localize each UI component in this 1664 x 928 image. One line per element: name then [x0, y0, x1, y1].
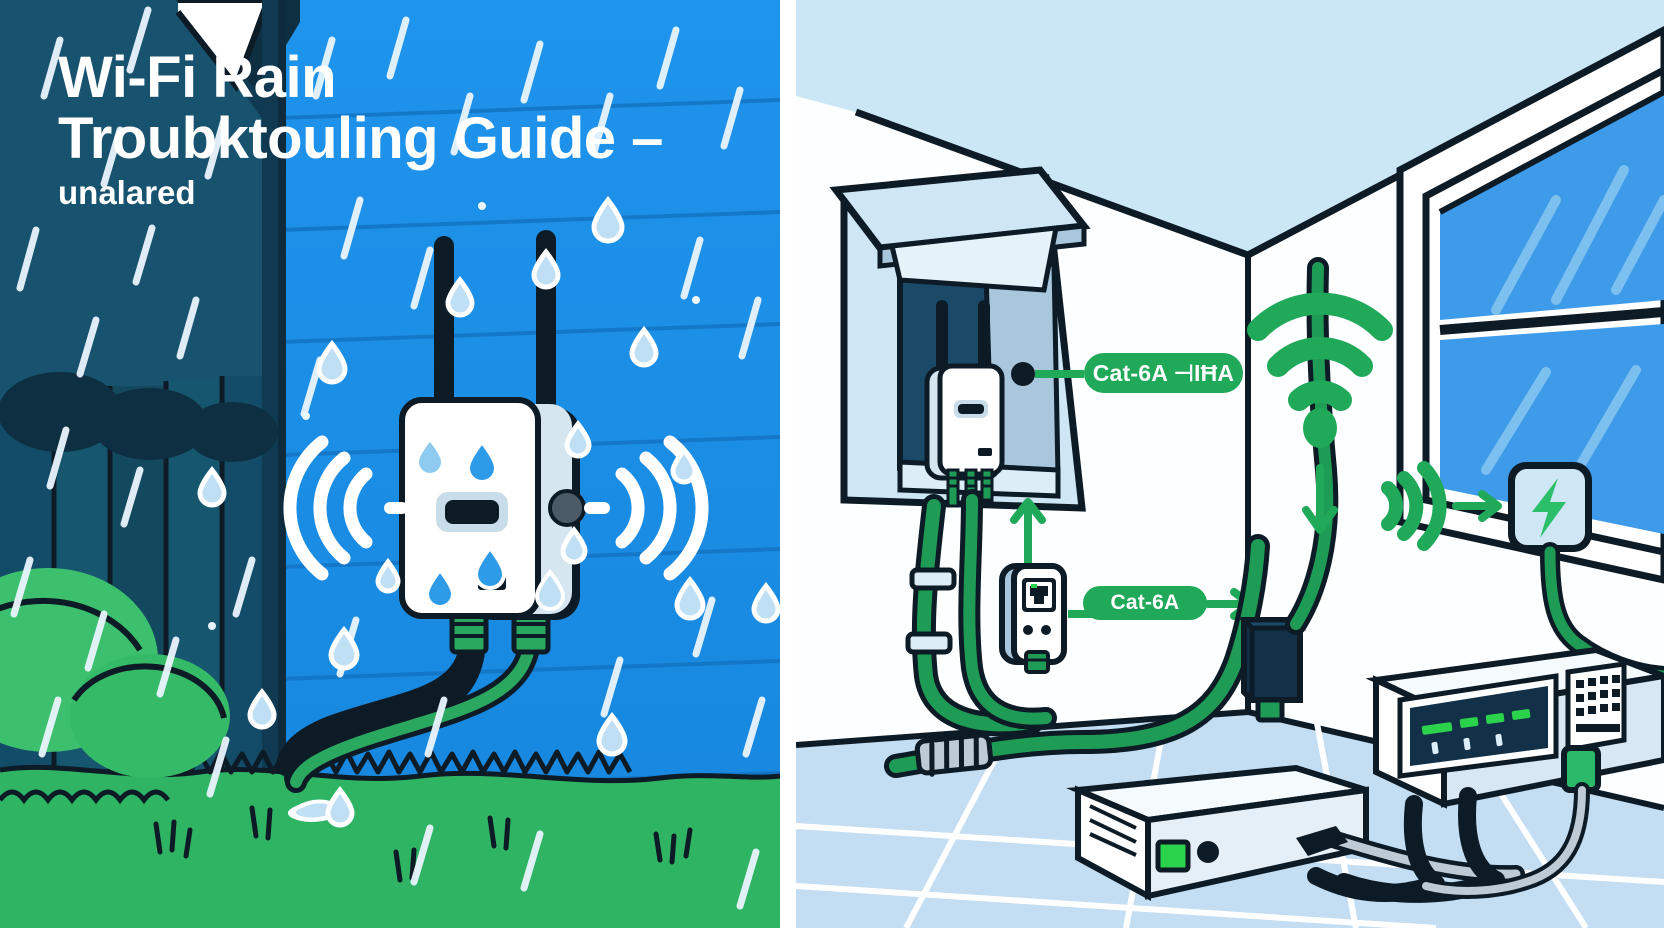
wall-jack: [999, 563, 1067, 674]
display-slot: [445, 500, 499, 524]
enclosure-cable-gland: [1011, 362, 1035, 386]
page-title: Wi-Fi Rain Troubktouling Guide –: [58, 45, 663, 171]
wifi-green-large-icon: [1247, 292, 1393, 411]
window-pane-bottom: [1440, 324, 1664, 534]
modem-screen: [1410, 686, 1548, 766]
modem-keypad: [1576, 675, 1620, 732]
lightning-bolt-icon: [1532, 478, 1566, 538]
enclosure-ap-slot: [958, 404, 984, 414]
router-vents: [1089, 804, 1137, 857]
jack-led: [1031, 584, 1037, 588]
corner-post-shadow: [278, 0, 286, 928]
roof-outline: [175, 0, 272, 93]
ceiling: [796, 0, 1664, 255]
glass-streaks: [1481, 165, 1664, 495]
raindrops: [197, 195, 780, 828]
green-cable-run: [905, 489, 1057, 737]
wifi-left-icon: [283, 435, 408, 581]
enclosure-antenna-left: [936, 300, 948, 370]
grass-blades-right: [187, 749, 633, 775]
cable-ferrite: [914, 732, 994, 777]
cable-clips: [905, 567, 957, 655]
enclosure-antenna-right: [978, 300, 990, 370]
device-knob: [548, 489, 586, 527]
title-block: Wi-Fi Rain Troubktouling Guide – unalare…: [58, 45, 758, 212]
arrow-down-icon: [1302, 464, 1338, 534]
bushes-front: [0, 568, 230, 778]
grass-layer: [0, 749, 780, 928]
outdoor-access-point: [276, 230, 709, 793]
wifi-green-dot: [1303, 408, 1337, 448]
drip-hood-underside: [888, 225, 1060, 293]
window-mullion: [1439, 307, 1664, 335]
cable-label-upper[interactable]: Cat-6A ⊣IĦA: [1084, 353, 1243, 393]
poe-cable-run: [884, 534, 1270, 778]
modem-panel: [1307, 646, 1664, 903]
grass-tufts: [153, 805, 693, 883]
grass-blades-left: [0, 789, 170, 805]
enclosure-access-point: [924, 300, 1005, 508]
right-scene-svg: [796, 0, 1664, 928]
device-droplets: [419, 438, 566, 611]
enclosure-ap-port: [978, 448, 992, 456]
ethernet-jack-icon: [1030, 586, 1048, 604]
arrow-right-small-icon: [1452, 490, 1502, 522]
router-led: [1155, 839, 1191, 873]
arrow-up-icon: [1010, 498, 1046, 570]
rain-streaks: [10, 6, 766, 910]
cable-connectors: [449, 609, 551, 655]
page-subtitle: unalared: [58, 173, 196, 211]
weatherproof-enclosure: [829, 166, 1091, 512]
roof-soffit-white: [178, 0, 268, 86]
left-scene-svg: [0, 0, 780, 928]
enclosure-ap-body: [937, 363, 1005, 477]
router-rear-port: [1296, 826, 1348, 856]
cable-label-lower[interactable]: Cat-6A: [1083, 586, 1207, 620]
poe-plug: [1255, 697, 1285, 723]
poe-injector: [1237, 257, 1339, 723]
router-button: [1197, 841, 1219, 863]
left-panel-outdoor-rain-scene: Wi-Fi Rain Troubktouling Guide – unalare…: [0, 0, 780, 928]
device-cables: [276, 629, 541, 793]
antenna-left: [434, 236, 454, 436]
wifi-green-small-icon: [1381, 461, 1447, 551]
window: [1396, 26, 1664, 584]
rain-dots: [208, 202, 700, 630]
modem-leds: [1421, 709, 1531, 755]
panel-divider: [780, 0, 796, 928]
right-panel-indoor-scene: [796, 0, 1664, 928]
bushes-dark: [0, 372, 278, 462]
